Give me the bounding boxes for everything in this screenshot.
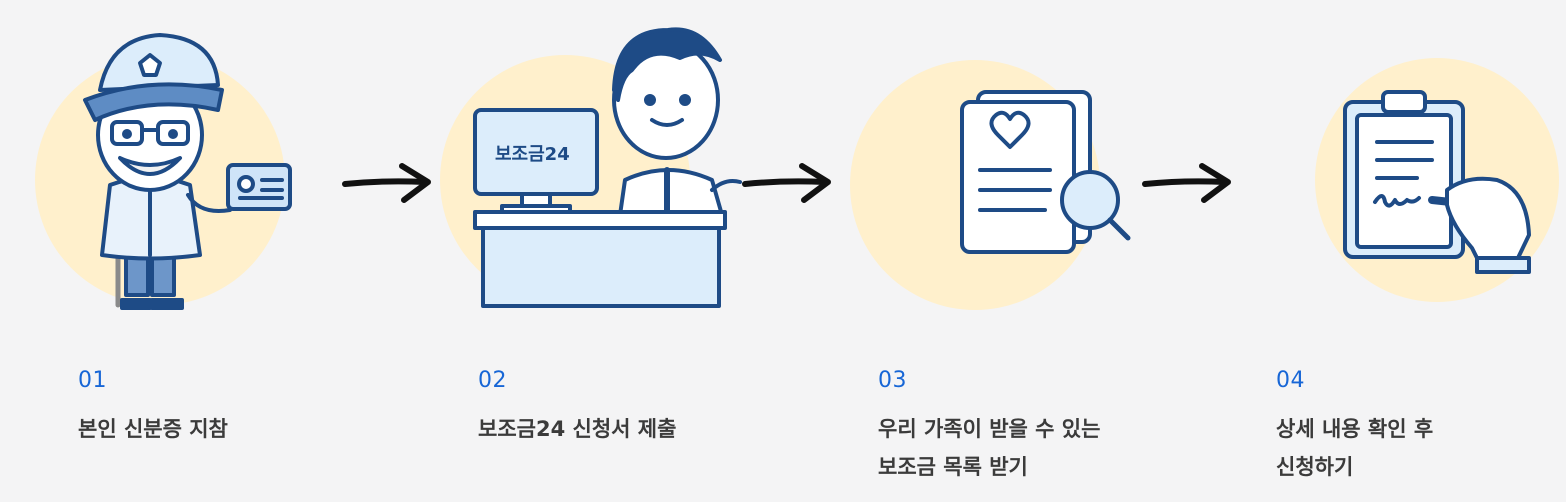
step-number: 04 bbox=[1276, 368, 1305, 393]
magnifier-icon bbox=[1060, 170, 1120, 230]
monitor-label: 보조금24 bbox=[495, 144, 570, 165]
step-3: 03 우리 가족이 받을 수 있는 보조금 목록 받기 bbox=[800, 0, 1200, 502]
step-2-illustration bbox=[440, 27, 742, 308]
step-2: 보조금24 02 보조금24 신청서 제출 bbox=[400, 0, 800, 502]
monitor-icon bbox=[473, 108, 599, 216]
heart-icon bbox=[989, 110, 1031, 149]
step-description: 우리 가족이 받을 수 있는 보조금 목록 받기 bbox=[878, 410, 1198, 486]
arrow-right-icon bbox=[342, 163, 431, 203]
step-description-line: 상세 내용 확인 후 bbox=[1276, 417, 1434, 441]
step-3-illustration bbox=[850, 60, 1131, 310]
step-1: 01 본인 신분증 지참 bbox=[0, 0, 400, 502]
signature-icon bbox=[1373, 194, 1421, 208]
desk-icon bbox=[473, 210, 727, 308]
arrow-right-icon bbox=[1142, 163, 1231, 203]
step-description-line: 신청하기 bbox=[1276, 455, 1354, 479]
step-description-line: 우리 가족이 받을 수 있는 bbox=[878, 417, 1101, 441]
arrow-right-icon bbox=[742, 163, 831, 203]
step-4: 04 상세 내용 확인 후 신청하기 bbox=[1200, 0, 1566, 502]
step-description-line: 보조금24 신청서 제출 bbox=[478, 417, 677, 441]
step-description-line: 보조금 목록 받기 bbox=[878, 455, 1028, 479]
clerk-icon bbox=[612, 27, 742, 217]
step-4-illustration bbox=[1315, 58, 1559, 302]
step-number: 02 bbox=[478, 368, 507, 393]
clipboard-sign-icon bbox=[1343, 90, 1531, 274]
hand-icon bbox=[1445, 176, 1531, 264]
veteran-icon bbox=[83, 33, 292, 310]
document-search-icon bbox=[960, 90, 1131, 254]
step-number: 03 bbox=[878, 368, 907, 393]
step-description: 상세 내용 확인 후 신청하기 bbox=[1276, 410, 1566, 486]
step-description: 본인 신분증 지참 bbox=[78, 410, 398, 448]
step-description: 보조금24 신청서 제출 bbox=[478, 410, 798, 448]
step-number: 01 bbox=[78, 368, 107, 393]
step-description-line: 본인 신분증 지참 bbox=[78, 417, 228, 441]
step-1-illustration bbox=[35, 33, 292, 310]
